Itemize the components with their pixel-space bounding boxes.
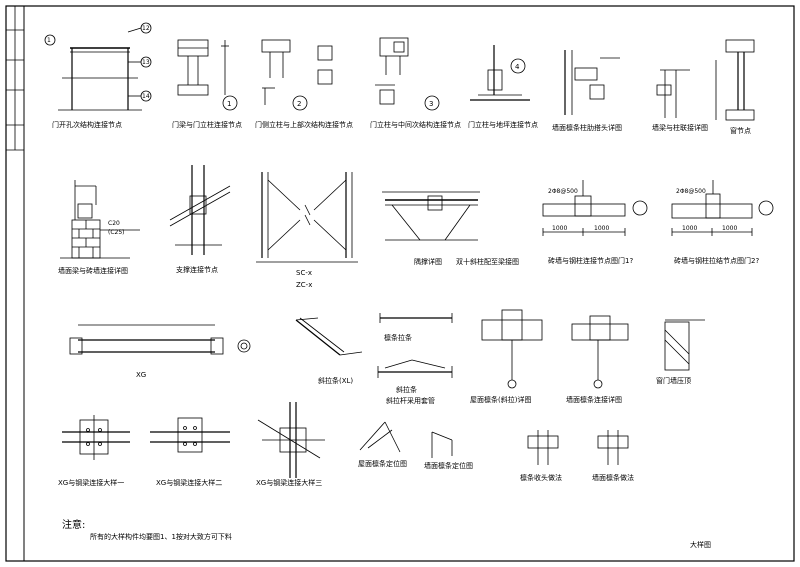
label-brace-node: 支撑连接节点 (176, 265, 218, 274)
label-diag-rod: 斜拉条(XL) (318, 376, 353, 385)
num-3: 3 (429, 100, 433, 108)
detail-door-frame (44, 22, 152, 111)
detail-tie-rod (377, 313, 453, 378)
mark-13: 13 (142, 59, 150, 66)
label-door-frame: 门开孔次结构连接节点 (52, 120, 122, 129)
sheet-border (5, 5, 795, 562)
label-wall-purlin-col: 墙面檩条柱肋搭头详图 (552, 123, 622, 132)
label-window: 窗节点 (730, 126, 751, 135)
detail-wall-beam-col2 (656, 69, 690, 118)
label-window-frame: 窗门墙压顶 (656, 376, 691, 385)
mark-12: 12 (142, 25, 150, 32)
label-brick-steel-2: 砖墙与钢柱拉结节点图门2? (674, 256, 759, 265)
detail-wall-purlin-col (564, 50, 620, 115)
detail-roof-purlin-pos (359, 421, 401, 453)
label-purlin-end2: 墙面檩条做法 (592, 473, 634, 482)
detail-purlin-end2 (597, 430, 629, 465)
num-2: 2 (297, 100, 301, 108)
detail-window-frame (664, 319, 705, 371)
detail-roof-purlin-conn (481, 309, 543, 389)
label-door-beam-col: 门梁与门立柱连接节点 (172, 120, 242, 129)
detail-door-col-ground (470, 45, 530, 101)
label-roof-purlin-conn: 屋面檩条(斜拉)详图 (470, 395, 531, 404)
detail-door-col-mid (375, 37, 440, 111)
dim-b: 2Φ8@500 (676, 188, 706, 195)
label-purlin-end1: 檩条收头做法 (520, 473, 562, 482)
detail-purlin-brace (382, 191, 480, 241)
detail-sc-zc-brace (256, 172, 358, 263)
dim-1000c: 1000 (682, 225, 697, 232)
mark-14: 14 (142, 93, 150, 100)
label-wall-beam-brick: 墙面梁与砖墙连接详图 (58, 266, 128, 275)
dim-c: C20 (108, 220, 120, 227)
label-beam-node: 双十斜柱配至梁接图 (456, 257, 519, 266)
detail-xg-1 (62, 415, 130, 460)
note-heading: 注意: (62, 520, 86, 531)
label-roof-purlin-pos: 屋面檩条定位图 (358, 459, 407, 468)
detail-brick-steel-col2 (671, 180, 774, 236)
detail-brick-steel-col1 (542, 180, 648, 236)
label-xg-3: XG与钢梁连接大样三 (256, 478, 322, 487)
mark-a: 1 (47, 37, 51, 44)
label-tie-rod: 檩条拉条 (384, 333, 412, 342)
label-wall-purlin-conn: 墙面檩条连接详图 (566, 395, 622, 404)
note-body: 所有的大样构件均要图1、1按对大致方可下料 (90, 533, 232, 541)
detail-wall-purlin-conn (571, 315, 629, 389)
detail-wall-beam-brick (60, 180, 140, 259)
label-xg-2: XG与钢梁连接大样二 (156, 478, 222, 487)
label-slant-rod-sub: 斜拉杆采用套管 (386, 396, 435, 405)
dim-a: 2Φ8@500 (548, 188, 578, 195)
detail-wall-purlin-pos (431, 431, 453, 458)
label-sc-x: SC-x (296, 269, 312, 277)
detail-door-col-top (261, 39, 333, 111)
label-zc-x: ZC-x (296, 281, 312, 289)
detail-brace (169, 165, 231, 255)
label-door-col-ground: 门立柱与地坪连接节点 (468, 120, 538, 129)
label-wall-beam-col2: 墙梁与柱联接详图 (652, 123, 708, 132)
dim-d: (C25) (108, 229, 125, 236)
num-1: 1 (227, 100, 231, 108)
label-brick-steel-1: 砖墙与钢柱连接节点图门1? (548, 256, 633, 265)
dim-1000a: 1000 (552, 225, 567, 232)
sheet-title: 大样图 (690, 541, 711, 549)
num-4: 4 (515, 63, 520, 71)
label-wall-purlin-pos: 墙面檩条定位图 (424, 461, 473, 470)
detail-diag-rod (295, 317, 363, 356)
label-purlin-brace: 隅撑详图 (414, 257, 442, 266)
label-door-col-top: 门侧立柱与上部次结构连接节点 (255, 120, 353, 129)
label-xg: XG (136, 371, 146, 379)
detail-window (715, 39, 755, 121)
detail-xg (69, 324, 251, 355)
detail-door-beam-col (177, 39, 238, 111)
dim-1000d: 1000 (722, 225, 737, 232)
label-door-col-mid: 门立柱与中间次结构连接节点 (370, 120, 461, 129)
detail-purlin-end1 (527, 430, 559, 465)
dim-1000b: 1000 (594, 225, 609, 232)
detail-xg-3 (257, 402, 325, 478)
label-slant-rod: 斜拉条 (396, 385, 417, 394)
detail-xg-2 (150, 417, 230, 453)
label-xg-1: XG与钢梁连接大样一 (58, 478, 124, 487)
